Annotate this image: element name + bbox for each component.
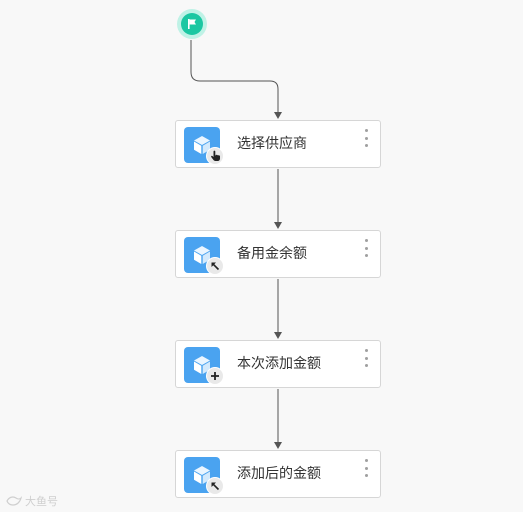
node-label: 本次添加金额 [237, 356, 321, 372]
start-node-inner [181, 13, 203, 35]
node-badge [206, 477, 224, 495]
arrowhead-node-3 [274, 332, 282, 339]
more-options-icon[interactable] [360, 349, 372, 367]
start-node[interactable] [177, 9, 207, 39]
watermark: 大鱼号 [6, 493, 58, 509]
cube-icon [194, 466, 210, 484]
arrow-up-left-icon [211, 262, 220, 271]
watermark-text: 大鱼号 [25, 495, 58, 508]
node-badge [206, 367, 224, 385]
cube-icon [194, 246, 210, 264]
more-options-icon[interactable] [360, 239, 372, 257]
plus-icon [211, 372, 219, 380]
watermark-logo-icon [6, 496, 22, 506]
node-badge [206, 257, 224, 275]
node-label: 备用金余额 [237, 246, 307, 262]
node-badge [206, 147, 224, 165]
arrowhead-node-4 [274, 442, 282, 449]
connector-start-to-node-1 [190, 40, 279, 113]
cube-icon [194, 356, 210, 374]
flag-icon [188, 19, 196, 29]
arrowhead-node-2 [274, 222, 282, 229]
flow-node-amount-after-add[interactable]: 添加后的金额 [175, 450, 381, 498]
node-label: 添加后的金额 [237, 466, 321, 482]
more-options-icon[interactable] [360, 129, 372, 147]
node-icon-box [184, 127, 220, 163]
flow-node-select-supplier[interactable]: 选择供应商 [175, 120, 381, 168]
cube-icon [194, 136, 210, 154]
more-options-icon[interactable] [360, 459, 372, 477]
flow-node-add-amount[interactable]: 本次添加金额 [175, 340, 381, 388]
arrow-up-left-icon [211, 482, 220, 491]
pointer-hand-icon [211, 150, 220, 161]
flow-node-reserve-balance[interactable]: 备用金余额 [175, 230, 381, 278]
node-label: 选择供应商 [237, 136, 307, 152]
arrowhead-node-1 [274, 112, 282, 119]
